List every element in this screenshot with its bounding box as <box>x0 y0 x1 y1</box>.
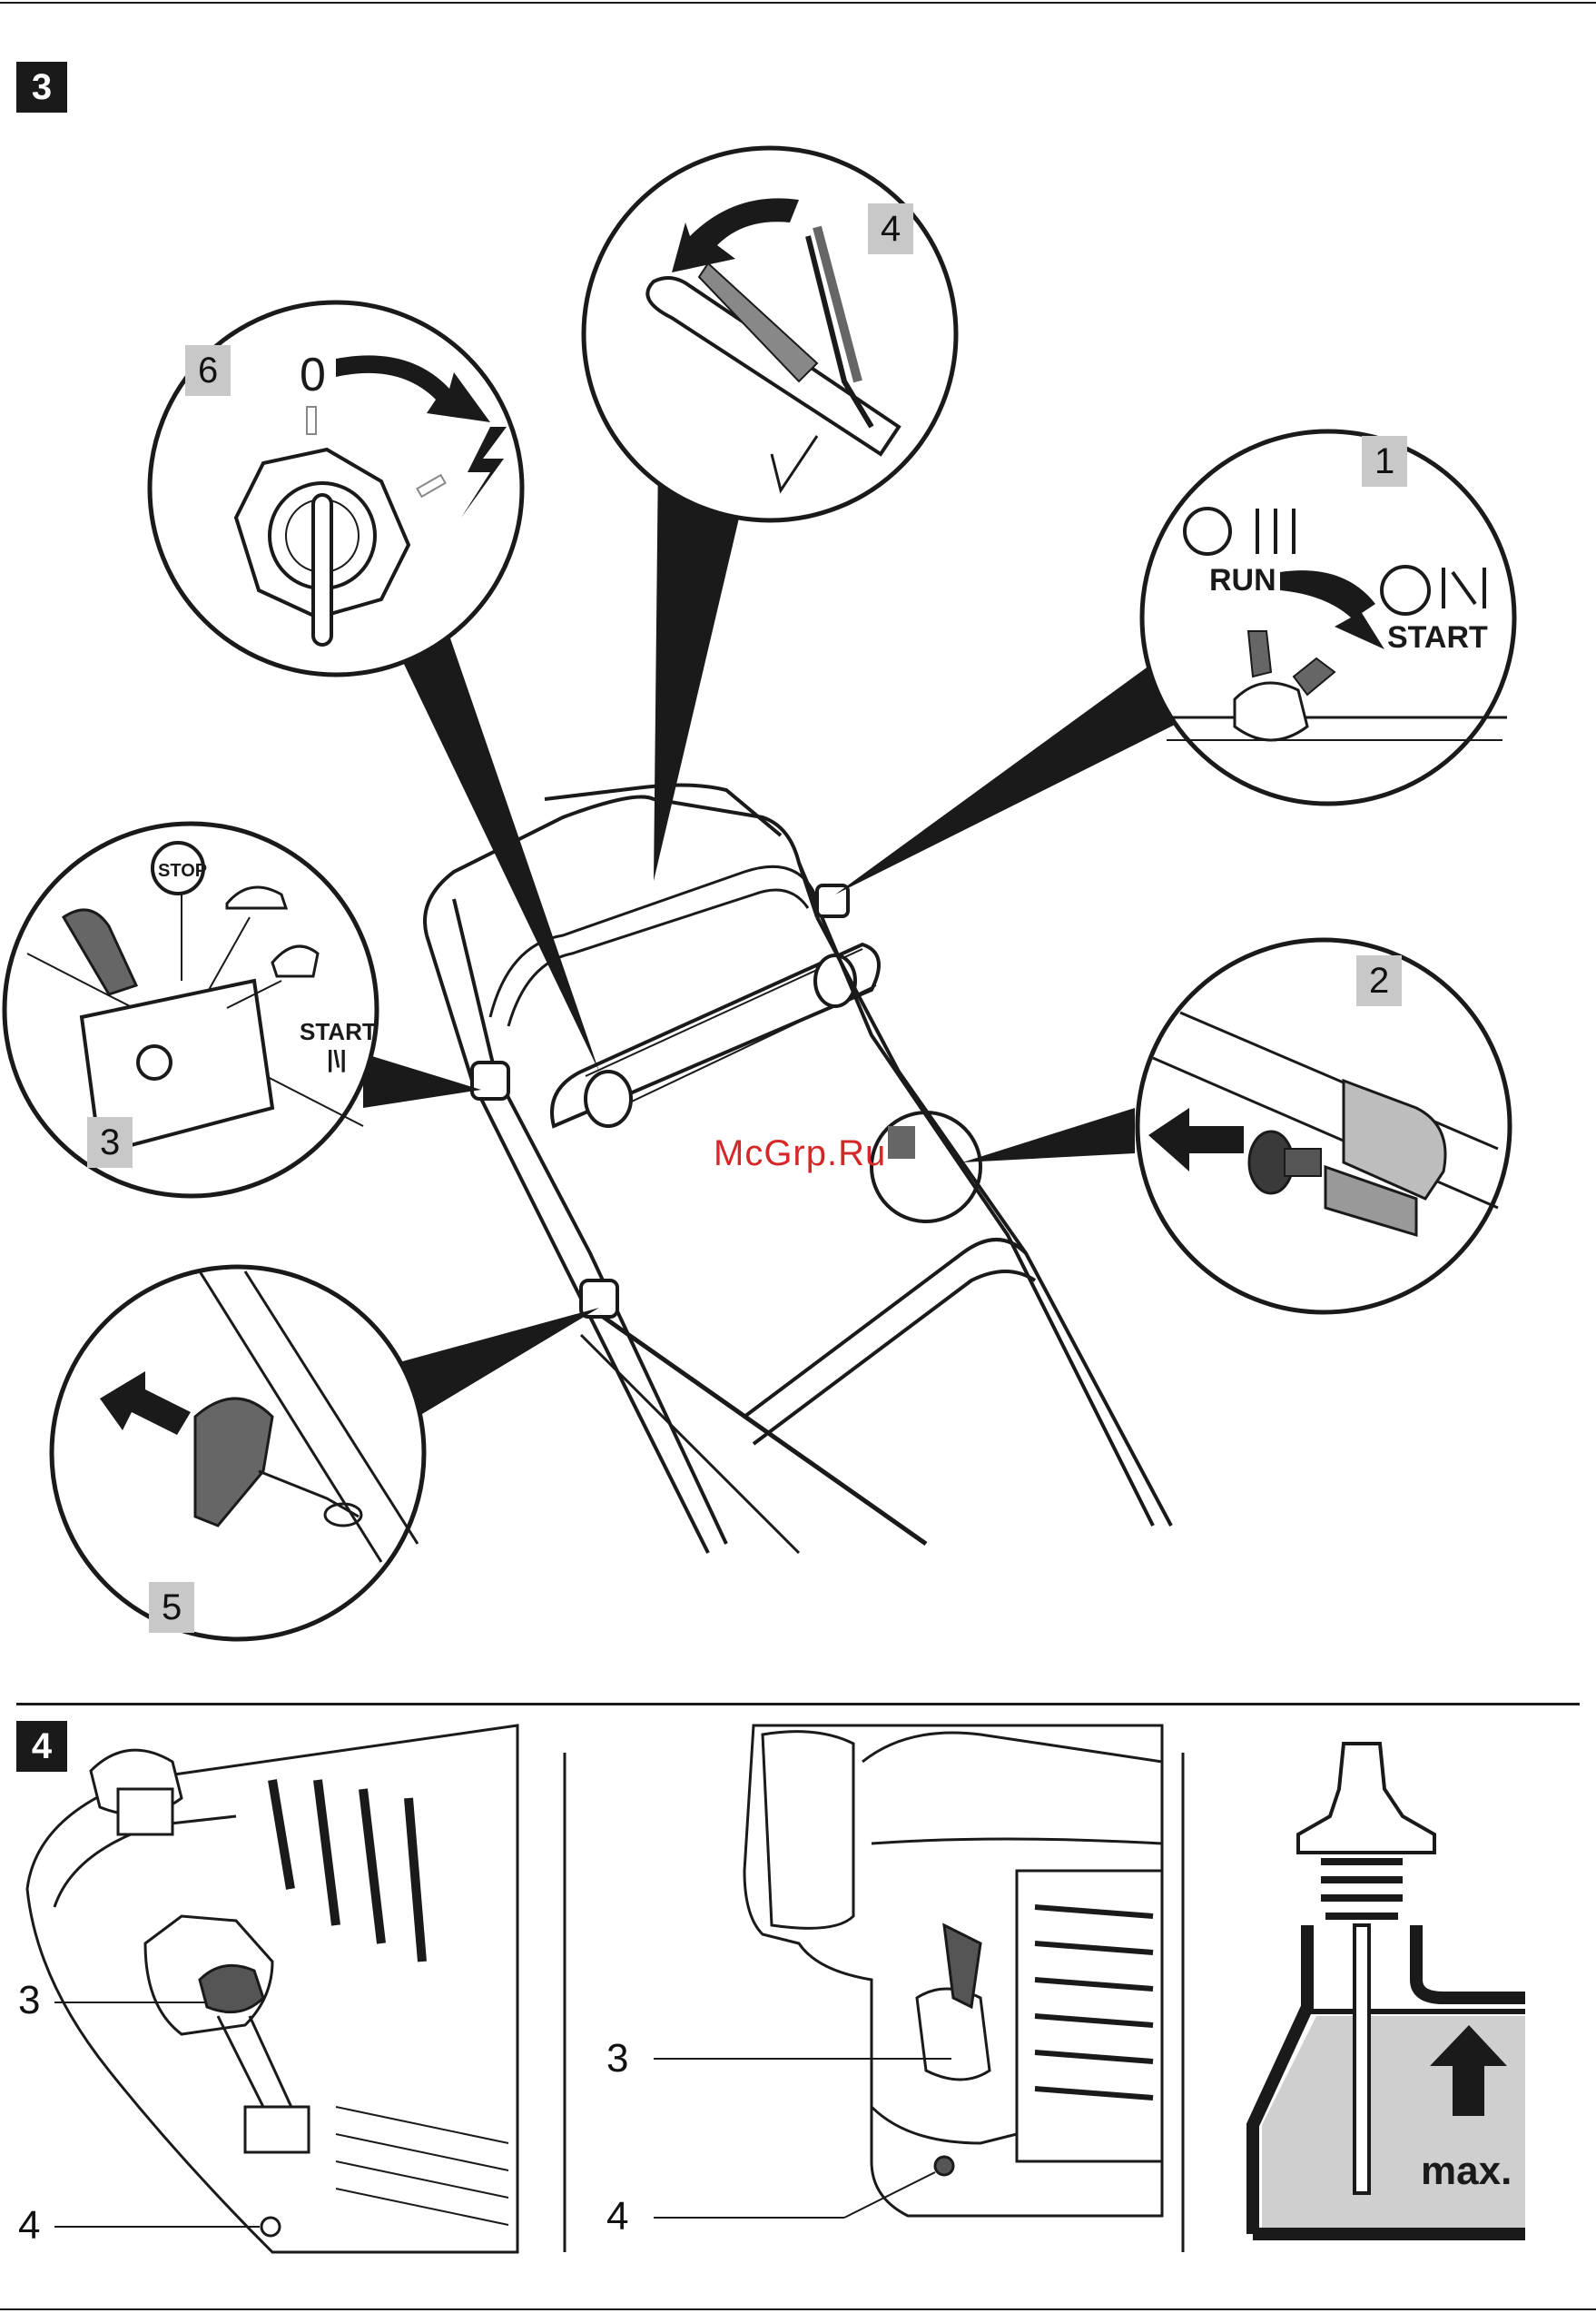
middle-panel-label-4: 4 <box>606 2194 628 2239</box>
label-stop: STOP <box>158 861 207 881</box>
callout-2-circle <box>1138 940 1510 1312</box>
left-panel-label-3: 3 <box>18 1978 40 2023</box>
oil-drain-plug-middle <box>935 2157 953 2175</box>
label-max: max. <box>1421 2149 1512 2193</box>
callout-5-circle <box>52 1267 424 1639</box>
watermark-text: McGrp.Ru <box>714 1133 886 1174</box>
callout-1-circle: RUN START <box>1142 431 1514 804</box>
key-shape <box>313 495 331 645</box>
bottom-rule <box>0 2308 1596 2310</box>
pointer-6 <box>390 636 599 1072</box>
label-run: RUN <box>1209 563 1276 598</box>
pointer-3 <box>363 1053 481 1108</box>
middle-engine-illustration <box>744 1725 1162 2216</box>
oil-dipstick-cap-shape <box>200 1965 263 2012</box>
callout-tab-3: 3 <box>87 1117 133 1168</box>
pointer-2 <box>962 1108 1135 1162</box>
right-oil-level-illustration: max. <box>1253 1744 1525 2234</box>
pointer-5 <box>399 1308 599 1417</box>
label-choke-symbol: |\| <box>327 1045 347 1072</box>
label-choke-start: START <box>300 1018 377 1045</box>
left-engine-illustration <box>27 1725 517 2252</box>
figure-separator <box>16 1703 1580 1705</box>
callout-tab-2: 2 <box>1356 955 1402 1006</box>
callout-tab-5: 5 <box>149 1582 194 1633</box>
label-start: START <box>1387 620 1488 655</box>
dipstick-cap-shape <box>1298 1744 1434 1853</box>
callout-tab-4: 4 <box>868 203 913 254</box>
figure-3-diagram: 0 RUN START <box>0 0 1596 1689</box>
callout-3-circle: STOP START |\| <box>5 824 377 1196</box>
left-panel-label-4: 4 <box>18 2203 40 2249</box>
dipstick-rod-shape <box>1355 1925 1369 2193</box>
oil-drain-plug-left <box>261 2218 280 2236</box>
callout-tab-1: 1 <box>1362 436 1407 487</box>
callout-tab-6: 6 <box>185 345 231 396</box>
pointer-1 <box>835 663 1189 895</box>
middle-panel-label-3: 3 <box>606 2036 628 2081</box>
figure-4-diagram: max. <box>0 1707 1596 2288</box>
key-position-zero: 0 <box>300 349 326 401</box>
